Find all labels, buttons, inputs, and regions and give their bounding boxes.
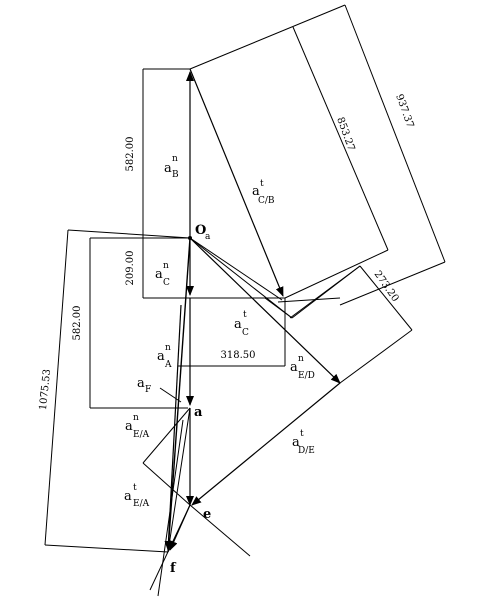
- svg-text:n: n: [298, 354, 304, 364]
- label-aF: a F: [137, 376, 151, 395]
- svg-text:t: t: [133, 483, 137, 493]
- point-e: e: [203, 507, 211, 522]
- svg-text:B: B: [172, 170, 179, 180]
- svg-text:a: a: [125, 419, 133, 434]
- svg-text:E/A: E/A: [133, 499, 150, 509]
- dim-853-937: 853.27 937.37: [189, 4, 446, 306]
- label-aED-n: a n E/D: [290, 354, 315, 381]
- point-f: f: [170, 561, 177, 576]
- dim-label-318: 318.50: [221, 350, 256, 361]
- svg-text:n: n: [163, 261, 169, 271]
- vector-O-to-D: [189, 237, 341, 384]
- dim-label-582-top: 582.00: [125, 137, 136, 172]
- svg-text:a: a: [157, 349, 165, 364]
- svg-text:a: a: [252, 184, 260, 199]
- dim-273: 273.20: [289, 265, 413, 384]
- dim-label-209: 209.00: [125, 251, 136, 286]
- svg-text:C/B: C/B: [258, 196, 275, 206]
- dim-label-853: 853.27: [334, 116, 356, 153]
- svg-text:a: a: [292, 435, 300, 450]
- svg-text:t: t: [260, 179, 264, 189]
- svg-text:E/D: E/D: [298, 371, 315, 381]
- svg-text:n: n: [165, 343, 171, 353]
- svg-text:a: a: [155, 267, 163, 282]
- label-aCB-t: a t C/B: [252, 179, 275, 206]
- svg-text:C: C: [163, 278, 170, 288]
- vector-aDE-t: [191, 382, 341, 506]
- vector-aCB-t: [189, 68, 284, 297]
- svg-text:t: t: [243, 310, 247, 320]
- dim-label-937: 937.37: [393, 93, 415, 130]
- svg-text:a: a: [234, 317, 242, 332]
- label-aC-t: a t C: [234, 310, 249, 338]
- svg-text:F: F: [145, 385, 151, 395]
- label-aEA-n: a n E/A: [125, 413, 150, 440]
- label-aA-n: a n A: [157, 343, 172, 370]
- dim-label-582-mid: 582.00: [72, 306, 83, 341]
- svg-text:n: n: [172, 154, 178, 164]
- svg-text:a: a: [137, 376, 145, 391]
- svg-text:t: t: [300, 429, 304, 439]
- svg-text:n: n: [133, 413, 139, 423]
- dim-209: 209.00: [125, 238, 285, 299]
- dim-582-mid: 582.00: [72, 237, 190, 409]
- label-aDE-t: a t D/E: [292, 429, 315, 456]
- dim-318: 318.50: [178, 298, 286, 367]
- label-aC-n: a n C: [155, 261, 170, 288]
- svg-text:a: a: [124, 489, 132, 504]
- dim-1075: 1075.53: [38, 229, 191, 553]
- label-aB-n: a n B: [164, 154, 179, 180]
- dim-label-1075: 1075.53: [38, 369, 53, 411]
- svg-text:D/E: D/E: [298, 446, 315, 456]
- svg-text:A: A: [164, 360, 172, 370]
- point-a: a: [194, 405, 203, 420]
- dim-582-top: 582.00: [125, 68, 190, 238]
- svg-text:E/A: E/A: [133, 430, 150, 440]
- label-aEA-t: a t E/A: [124, 483, 150, 509]
- svg-text:a: a: [164, 161, 172, 176]
- svg-text:a: a: [290, 360, 298, 375]
- svg-text:C: C: [242, 328, 249, 338]
- point-Oa-sub: a: [205, 232, 211, 242]
- point-Oa: O: [195, 223, 206, 238]
